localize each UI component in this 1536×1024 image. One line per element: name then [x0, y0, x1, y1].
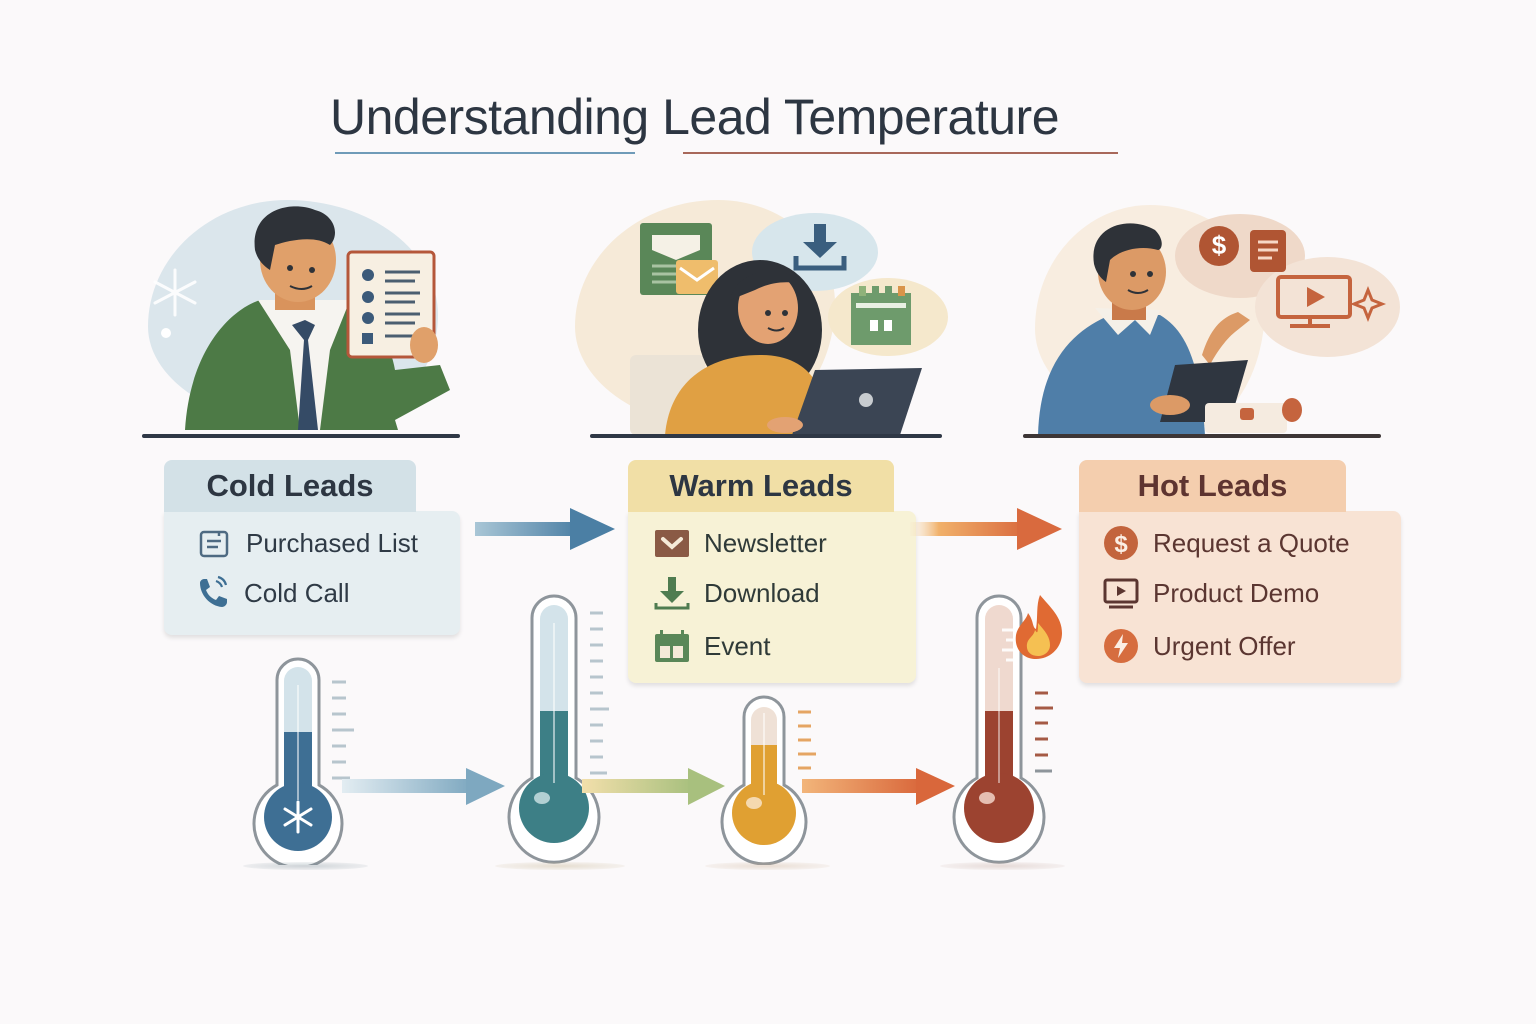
cold-leads-heading: Cold Leads: [164, 460, 416, 512]
warm-item-event: Event: [654, 628, 771, 664]
cold-man-illustration: [153, 206, 450, 430]
cold-thermometer: [252, 657, 354, 865]
document-list-icon: [196, 525, 232, 561]
svg-text:$: $: [1212, 230, 1227, 260]
hot-item-product-demo: Product Demo: [1103, 575, 1319, 611]
dollar-icon: $: [1103, 525, 1139, 561]
hot-thermometer-shadow: [940, 862, 1065, 870]
warm-item-label: Newsletter: [704, 527, 827, 558]
title-underline-right: [683, 152, 1118, 154]
snowflake-icon: [283, 800, 313, 834]
hot-item-label: Urgent Offer: [1153, 630, 1296, 661]
monitor-play-icon: [1103, 575, 1139, 611]
warm-to-hot-bottom-arrow[interactable]: [800, 765, 960, 809]
calendar-icon: [654, 628, 690, 664]
phone-call-icon: [194, 575, 230, 611]
cool-thermometer-shadow: [495, 862, 625, 870]
hot-thermometer: [952, 594, 1062, 864]
hot-item-request-quote: $ Request a Quote: [1103, 525, 1350, 561]
envelope-icon: [654, 525, 690, 561]
cold-item-label: Cold Call: [244, 577, 350, 608]
cold-item-label: Purchased List: [246, 527, 418, 558]
hot-man-illustration: $: [1038, 223, 1387, 435]
warm-desk: [590, 434, 942, 438]
flame-icon: [1015, 595, 1062, 659]
lightning-icon: [1103, 628, 1139, 664]
warm-item-label: Download: [704, 577, 820, 608]
warm-leads-heading: Warm Leads: [628, 460, 894, 512]
cool-to-warm-arrow[interactable]: [580, 765, 730, 809]
cold-item-purchased-list: Purchased List: [196, 525, 418, 561]
cold-to-warm-arrow[interactable]: [470, 500, 620, 560]
hot-item-label: Product Demo: [1153, 577, 1320, 608]
hot-desk: [1023, 434, 1381, 438]
warm-thermometer-shadow: [705, 862, 830, 870]
cold-thermometer-shadow: [243, 862, 368, 870]
cool-thermometer: [507, 594, 609, 864]
svg-text:$: $: [1114, 531, 1128, 558]
hot-item-urgent-offer: Urgent Offer: [1103, 628, 1296, 664]
cold-to-cool-arrow[interactable]: [340, 765, 510, 809]
cold-item-cold-call: Cold Call: [194, 575, 350, 611]
cold-desk: [142, 434, 460, 438]
hot-item-label: Request a Quote: [1153, 527, 1350, 558]
warm-to-hot-arrow[interactable]: [905, 500, 1065, 560]
download-icon: [654, 575, 690, 611]
warm-thermometer: [720, 695, 816, 865]
warm-item-download: Download: [654, 575, 820, 611]
page-title: Understanding Lead Temperature: [330, 89, 1060, 145]
hot-leads-heading: Hot Leads: [1079, 460, 1346, 512]
title-underline-left: [335, 152, 635, 154]
warm-item-label: Event: [704, 630, 771, 661]
warm-woman-illustration: [630, 223, 922, 435]
warm-item-newsletter: Newsletter: [654, 525, 827, 561]
